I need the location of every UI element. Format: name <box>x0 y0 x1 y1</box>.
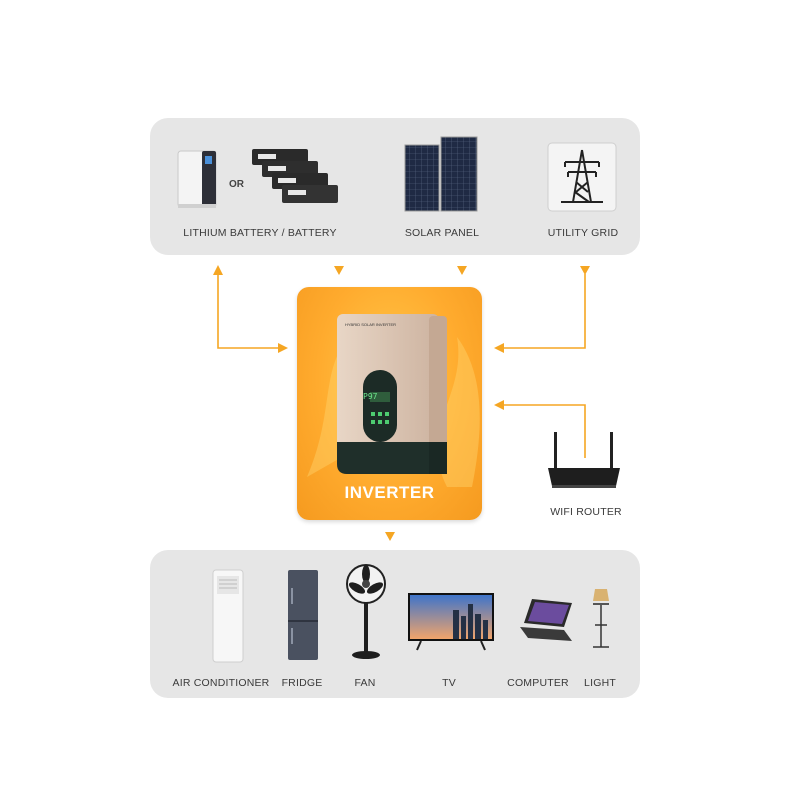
computer-label: COMPUTER <box>507 677 569 689</box>
wifi-router-icon <box>548 432 620 488</box>
inverter-card: P97 HYBRID SOLAR INVERTER INVERTER <box>297 287 482 520</box>
tv-icon <box>408 593 494 651</box>
wifi-router-label: WIFI ROUTER <box>550 506 622 518</box>
air-conditioner-label: AIR CONDITIONER <box>172 677 270 689</box>
laptop-icon <box>520 599 572 641</box>
battery-to-inverter-arrow <box>278 343 288 353</box>
inverter-device-icon <box>337 314 447 474</box>
inverter-display: P97 <box>363 392 378 401</box>
or-text: OR <box>229 179 244 190</box>
battery-down-arrow <box>334 266 344 275</box>
solar-panel-icon <box>404 136 478 212</box>
fan-icon <box>346 564 386 659</box>
utility-grid-label: UTILITY GRID <box>547 227 619 239</box>
grid-to-inverter-arrow <box>494 343 504 353</box>
inverter-title: INVERTER <box>344 483 435 502</box>
inverter-to-loads-arrow <box>385 532 395 541</box>
grid-down-arrow <box>580 266 590 275</box>
fridge-label: FRIDGE <box>281 677 323 689</box>
lithium-battery-icon <box>177 150 217 208</box>
air-conditioner-icon <box>212 569 244 663</box>
router-to-inverter-arrow <box>494 400 504 410</box>
lamp-icon <box>593 589 609 648</box>
fan-label: FAN <box>354 677 376 689</box>
battery-up-arrow <box>213 265 223 275</box>
fridge-icon <box>288 570 318 660</box>
solar-panel-label: SOLAR PANEL <box>404 227 480 239</box>
inverter-brand-text: HYBRID SOLAR INVERTER <box>345 322 397 327</box>
utility-tower-icon <box>547 142 617 212</box>
tv-label: TV <box>442 677 456 689</box>
battery-label: LITHIUM BATTERY / BATTERY <box>183 227 337 239</box>
solar-down-arrow <box>457 266 467 275</box>
lead-acid-battery-icon <box>252 149 338 203</box>
light-label: LIGHT <box>584 677 616 689</box>
